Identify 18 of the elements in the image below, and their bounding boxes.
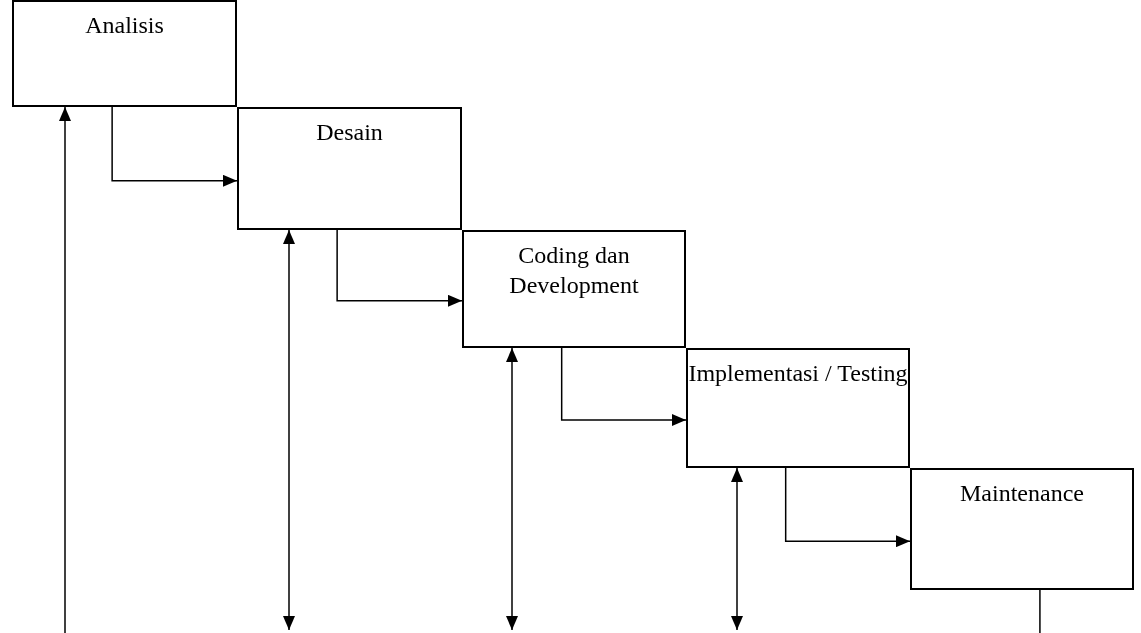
box-label: Desain bbox=[316, 118, 383, 147]
arrow bbox=[59, 106, 71, 633]
arrow bbox=[506, 347, 518, 631]
arrow bbox=[560, 347, 687, 426]
process-box bbox=[462, 230, 686, 348]
arrow bbox=[731, 467, 743, 631]
process-box bbox=[12, 0, 237, 107]
box-label: Implementasi / Testing bbox=[688, 359, 908, 388]
arrow bbox=[784, 467, 911, 548]
arrow bbox=[111, 106, 238, 187]
process-box bbox=[237, 107, 462, 230]
arrow bbox=[336, 229, 463, 307]
process-box bbox=[686, 348, 910, 468]
box-label: Coding dan Development bbox=[508, 241, 640, 300]
box-label: Analisis bbox=[85, 11, 164, 40]
box-label: Maintenance bbox=[960, 479, 1084, 508]
arrow bbox=[283, 229, 295, 631]
process-box bbox=[910, 468, 1134, 590]
